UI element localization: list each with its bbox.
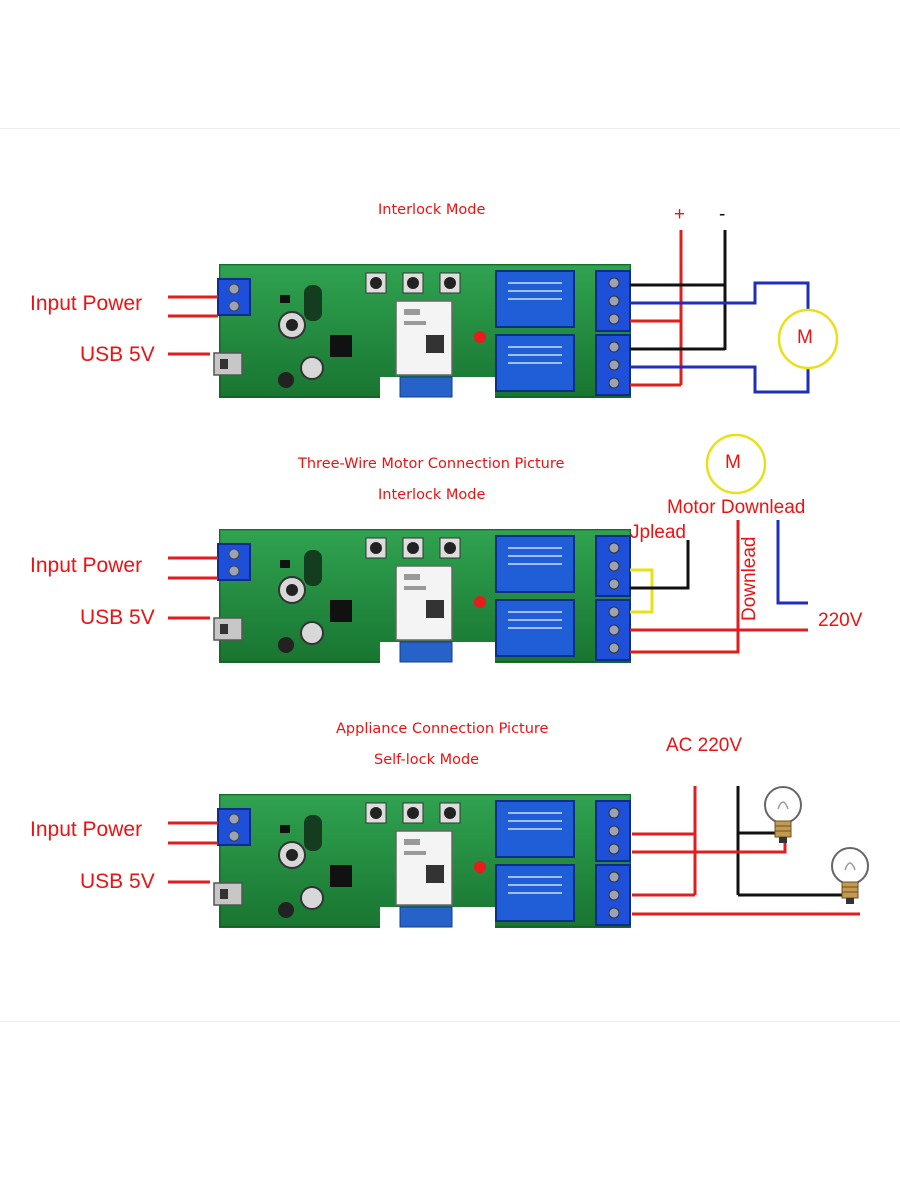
ac-220v-label: AC 220V xyxy=(666,735,743,756)
motor-label: M xyxy=(725,452,741,473)
panel-2-subtitle: Interlock Mode xyxy=(378,487,486,503)
plus-label: + xyxy=(674,204,686,225)
motor-icon xyxy=(705,433,767,495)
pcb-board-icon xyxy=(213,794,631,930)
diagram-frame xyxy=(0,128,900,1022)
input-power-label: Input Power xyxy=(30,554,143,577)
usb-5v-label: USB 5V xyxy=(80,870,155,893)
motor-icon xyxy=(777,308,839,370)
panel-3-title: Appliance Connection Picture xyxy=(336,721,549,737)
usb-5v-label: USB 5V xyxy=(80,606,155,629)
panel-3-subtitle: Self-lock Mode xyxy=(374,752,480,768)
panel-2-title: Three-Wire Motor Connection Picture xyxy=(298,456,565,472)
pcb-board-icon xyxy=(213,529,631,665)
pcb-board-icon xyxy=(213,264,631,400)
motor-label: M xyxy=(797,327,813,348)
usb-5v-label: USB 5V xyxy=(80,343,155,366)
input-power-label: Input Power xyxy=(30,292,143,315)
panel-1 xyxy=(168,230,839,400)
input-power-label: Input Power xyxy=(30,818,143,841)
voltage-220v-label: 220V xyxy=(818,610,863,631)
panel-1-title: Interlock Mode xyxy=(378,202,486,218)
light-bulb-icon xyxy=(764,786,802,844)
minus-label: - xyxy=(719,204,726,225)
motor-downlead-label: Motor Downlead xyxy=(667,497,806,518)
downlead-label: Downlead xyxy=(739,536,760,622)
panel-2 xyxy=(168,433,808,665)
panel-3 xyxy=(168,786,869,930)
uplead-label: Jplead xyxy=(630,522,686,543)
